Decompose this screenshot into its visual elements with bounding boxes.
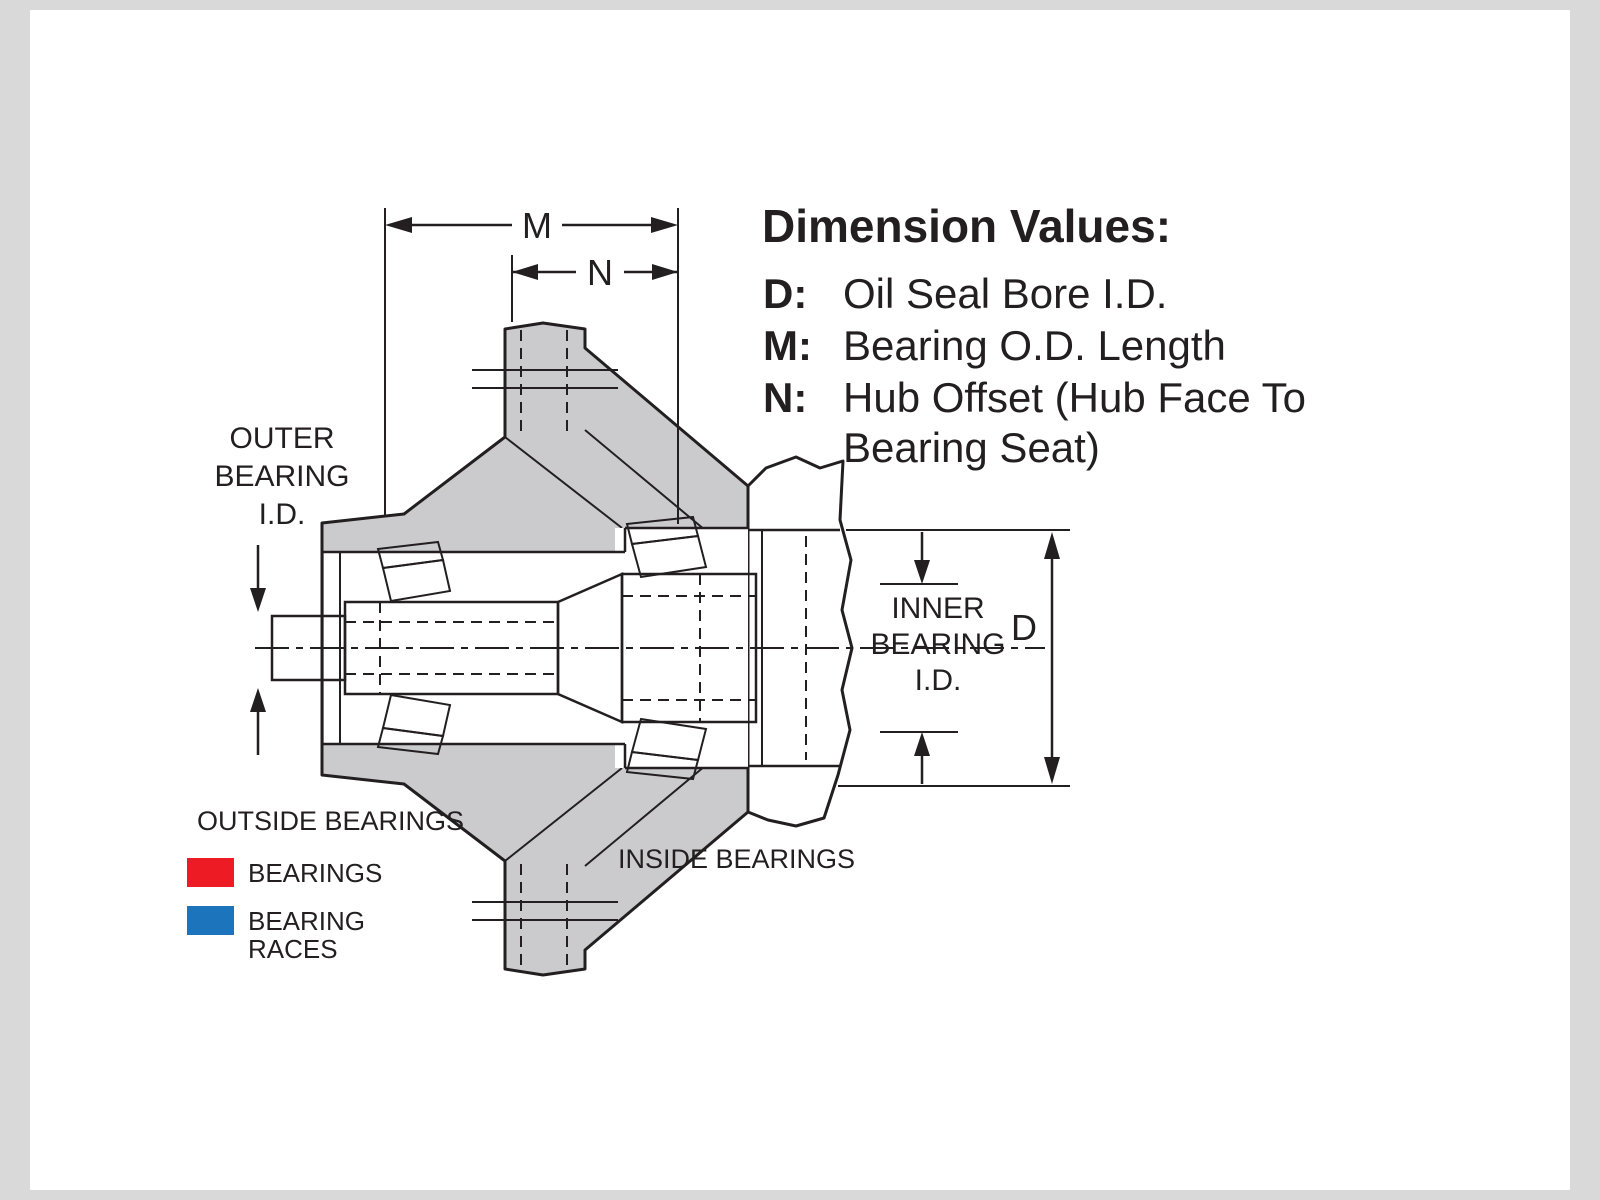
dim-desc-m: Bearing O.D. Length — [843, 322, 1226, 369]
dimension-n: N — [511, 252, 678, 322]
color-key: BEARINGS BEARING RACES — [187, 858, 382, 964]
inner-bottom-bearing-race — [625, 750, 700, 781]
inside-bearings-label: INSIDE BEARINGS — [618, 844, 855, 874]
dim-key-n: N: — [763, 374, 807, 421]
inner-bearing-label-line2: BEARING — [870, 628, 1005, 661]
bearing-races-key-label-line1: BEARING — [248, 906, 365, 936]
inner-bearing-id-callout: INNER BEARING I.D. — [870, 532, 1006, 784]
bearings — [376, 515, 708, 781]
inner-id-arrow-bottom — [914, 732, 930, 756]
cone-line-top — [504, 436, 623, 529]
inner-id-arrow-top — [914, 560, 930, 584]
dim-d-arrow-top — [1044, 532, 1060, 559]
dimension-m: M — [384, 205, 679, 524]
dim-key-d: D: — [763, 270, 807, 317]
bearings-key-label: BEARINGS — [248, 858, 382, 888]
dim-desc-d: Oil Seal Bore I.D. — [843, 270, 1167, 317]
dimension-d: D — [838, 529, 1070, 787]
dim-n-label: N — [587, 252, 613, 293]
panel-title: Dimension Values: — [762, 200, 1171, 252]
outer-top-bearing-roller — [381, 558, 452, 603]
inner-bearing-label-line1: INNER — [891, 592, 984, 625]
right-flange-section — [746, 455, 854, 828]
inner-top-bearing-roller — [630, 534, 708, 579]
dim-d-arrow-bottom — [1044, 757, 1060, 784]
outer-bottom-bearing-race — [376, 726, 445, 756]
dim-n-arrow-right — [652, 264, 678, 280]
right-flange — [746, 455, 854, 828]
outer-id-arrow-bottom — [250, 688, 266, 712]
bearing-races-swatch — [187, 906, 234, 935]
dim-d-label: D — [1011, 607, 1037, 648]
web-line-top — [584, 429, 706, 531]
outer-bearing-label-line1: OUTER — [230, 422, 335, 455]
outer-bearing-label-line2: BEARING — [214, 460, 349, 493]
cone-line-bottom — [504, 767, 623, 862]
bearing-races-key-label-line2: RACES — [248, 934, 338, 964]
stud-holes — [472, 330, 618, 966]
dim-m-arrow-left — [385, 217, 412, 233]
outer-bearing-id-callout: OUTER BEARING I.D. — [214, 422, 350, 755]
outside-bearings-label: OUTSIDE BEARINGS — [197, 806, 464, 836]
dim-desc-n-line2: Bearing Seat) — [843, 424, 1100, 471]
web-line-bottom — [584, 765, 706, 867]
outer-bearing-label-line3: I.D. — [259, 498, 306, 531]
inner-bearing-label-line3: I.D. — [915, 664, 962, 697]
bearings-swatch — [187, 858, 234, 887]
dim-m-arrow-right — [651, 217, 678, 233]
dim-m-label: M — [522, 205, 552, 246]
dimension-values-panel: Dimension Values: D: Oil Seal Bore I.D. … — [762, 200, 1306, 471]
dim-desc-n-line1: Hub Offset (Hub Face To — [843, 374, 1306, 421]
dim-n-arrow-left — [512, 264, 538, 280]
outer-id-arrow-top — [250, 588, 266, 612]
dim-key-m: M: — [763, 322, 812, 369]
